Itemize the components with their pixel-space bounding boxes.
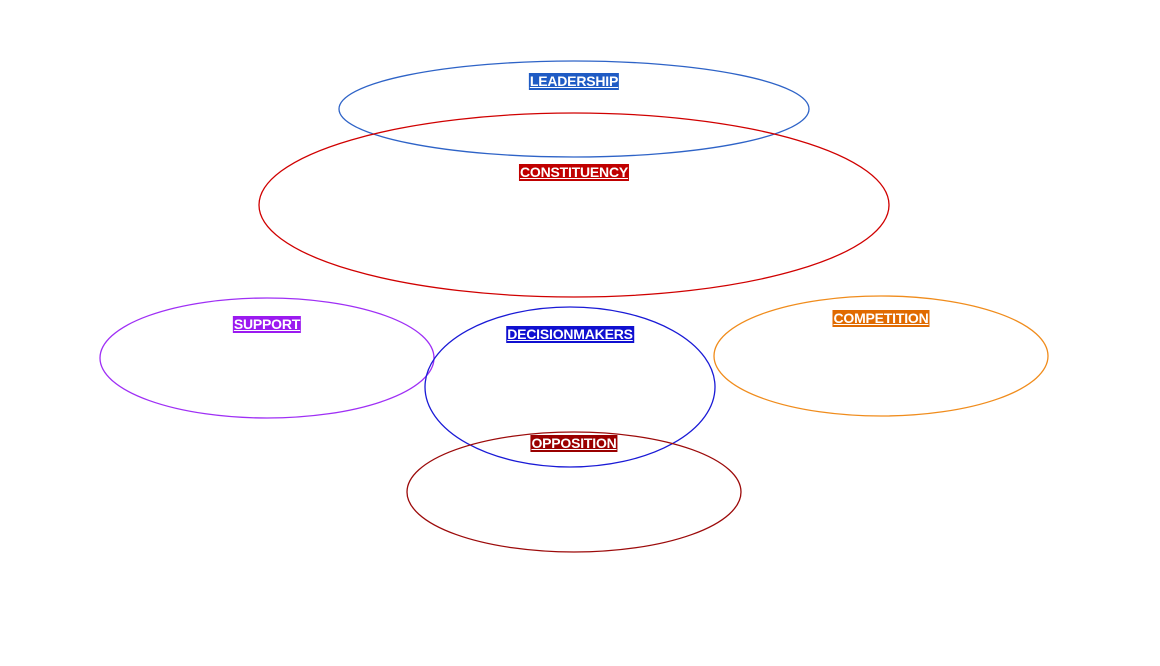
competition-ellipse <box>713 295 1049 417</box>
decisionmakers-label: DECISIONMAKERS <box>506 326 634 343</box>
opposition-ellipse <box>406 431 742 553</box>
leadership-label: LEADERSHIP <box>528 73 620 90</box>
competition-label: COMPETITION <box>832 310 930 327</box>
constituency-label: CONSTITUENCY <box>518 164 630 181</box>
constituency-ellipse <box>258 112 890 298</box>
support-ellipse <box>99 297 435 419</box>
support-label: SUPPORT <box>232 316 302 333</box>
decisionmakers-ellipse <box>424 306 716 468</box>
leadership-ellipse <box>338 60 810 158</box>
opposition-label: OPPOSITION <box>530 435 618 452</box>
